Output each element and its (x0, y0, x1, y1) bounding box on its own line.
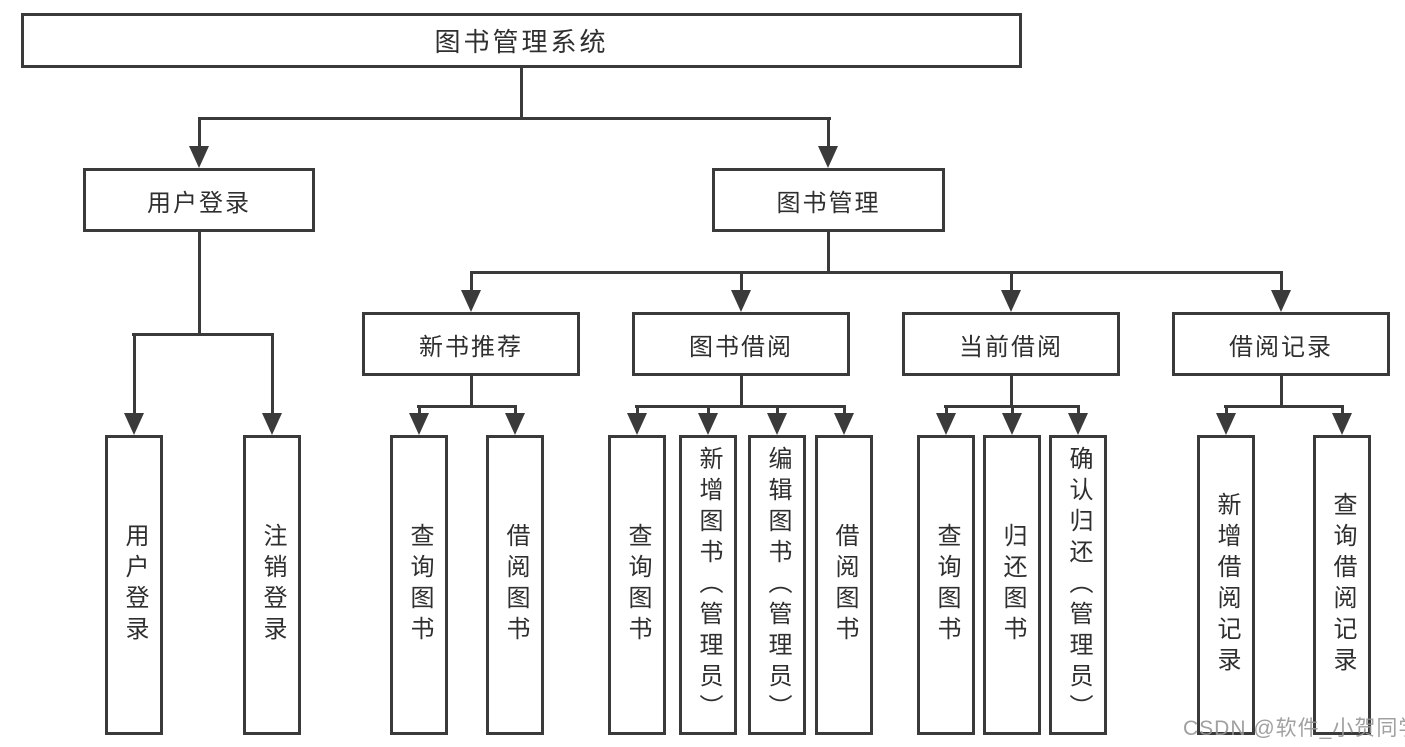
arrow-down-icon (505, 413, 525, 435)
borrow-records-branch-line (1225, 405, 1228, 417)
node-book-borrow-label: 图书借阅 (689, 333, 793, 361)
book-management-stem-line (827, 232, 830, 274)
book-management-branch-line (740, 271, 743, 294)
root-bus-line (198, 117, 831, 120)
node-user-login: 用户登录 (83, 168, 315, 232)
book-borrow-branch-line (843, 405, 846, 417)
user-login-branch-line (271, 333, 274, 415)
new-book-stem-line (470, 376, 473, 408)
book-borrow-branch-line (707, 405, 710, 417)
leaf-borrow-edit-admin-label: 编辑图书（管理员） (764, 445, 791, 725)
node-current-borrow: 当前借阅 (902, 312, 1120, 376)
leaf-newbook-query: 查询图书 (390, 435, 448, 735)
node-borrow-records-label: 借阅记录 (1229, 333, 1333, 361)
book-management-bus-line (470, 271, 1283, 274)
arrow-down-icon (461, 290, 481, 312)
arrow-down-icon (818, 146, 838, 168)
arrow-down-icon (767, 413, 787, 435)
arrow-down-icon (698, 413, 718, 435)
arrow-down-icon (834, 413, 854, 435)
leaf-records-add-label: 新增借阅记录 (1213, 492, 1240, 678)
leaf-current-confirm-admin: 确认归还（管理员） (1049, 435, 1107, 735)
node-new-book-recommend-label: 新书推荐 (419, 333, 523, 361)
leaf-current-return-label: 归还图书 (999, 523, 1026, 647)
leaf-newbook-query-label: 查询图书 (406, 523, 433, 647)
arrow-down-icon (1216, 413, 1236, 435)
borrow-records-bus-line (1224, 405, 1344, 408)
leaf-borrow-edit-admin: 编辑图书（管理员） (748, 435, 806, 735)
arrow-down-icon (731, 290, 751, 312)
leaf-borrow-book-label: 借阅图书 (831, 523, 858, 647)
leaf-logout-label: 注销登录 (259, 523, 286, 647)
leaf-newbook-borrow: 借阅图书 (486, 435, 544, 735)
leaf-newbook-borrow-label: 借阅图书 (502, 523, 529, 647)
book-borrow-branch-line (636, 405, 639, 417)
arrow-down-icon (409, 413, 429, 435)
node-book-borrow: 图书借阅 (632, 312, 850, 376)
leaf-records-add: 新增借阅记录 (1197, 435, 1255, 735)
node-book-management: 图书管理 (712, 168, 945, 232)
watermark: CSDN @软件_小贺同学 (1183, 717, 1405, 740)
node-borrow-records: 借阅记录 (1172, 312, 1390, 376)
user-login-stem-line (198, 232, 201, 336)
arrow-down-icon (627, 413, 647, 435)
arrow-down-icon (189, 146, 209, 168)
node-book-management-label: 图书管理 (776, 189, 881, 217)
leaf-current-confirm-admin-label: 确认归还（管理员） (1065, 445, 1092, 725)
arrow-down-icon (262, 413, 282, 435)
root-branch-line (827, 117, 830, 150)
book-borrow-branch-line (776, 405, 779, 417)
user-login-branch-line (133, 333, 136, 415)
arrow-down-icon (1332, 413, 1352, 435)
new-book-branch-line (418, 405, 421, 417)
leaf-borrow-book: 借阅图书 (815, 435, 873, 735)
borrow-records-stem-line (1280, 376, 1283, 408)
leaf-user-login: 用户登录 (105, 435, 163, 735)
leaf-user-login-label: 用户登录 (121, 523, 148, 647)
leaf-current-query-label: 查询图书 (933, 523, 960, 647)
new-book-branch-line (514, 405, 517, 417)
node-root: 图书管理系统 (21, 13, 1022, 68)
leaf-borrow-query: 查询图书 (608, 435, 666, 735)
borrow-records-branch-line (1341, 405, 1344, 417)
arrow-down-icon (1068, 413, 1088, 435)
arrow-down-icon (1001, 290, 1021, 312)
arrow-down-icon (1271, 290, 1291, 312)
root-stem-line (520, 68, 523, 120)
node-user-login-label: 用户登录 (147, 189, 251, 217)
book-management-branch-line (1010, 271, 1013, 294)
leaf-records-query-label: 查询借阅记录 (1329, 492, 1356, 678)
current-borrow-branch-line (945, 405, 948, 417)
book-management-branch-line (470, 271, 473, 294)
leaf-current-return: 归还图书 (983, 435, 1041, 735)
leaf-borrow-add-admin-label: 新增图书（管理员） (695, 445, 722, 725)
root-branch-line (198, 117, 201, 150)
node-new-book-recommend: 新书推荐 (362, 312, 580, 376)
node-root-label: 图书管理系统 (434, 27, 609, 57)
book-borrow-stem-line (740, 376, 743, 408)
leaf-records-query: 查询借阅记录 (1313, 435, 1371, 735)
arrow-down-icon (936, 413, 956, 435)
node-current-borrow-label: 当前借阅 (959, 333, 1063, 361)
leaf-borrow-add-admin: 新增图书（管理员） (679, 435, 737, 735)
leaf-logout: 注销登录 (243, 435, 301, 735)
leaf-current-query: 查询图书 (917, 435, 975, 735)
current-borrow-branch-line (1077, 405, 1080, 417)
current-borrow-stem-line (1010, 376, 1013, 408)
arrow-down-icon (124, 413, 144, 435)
book-borrow-bus-line (635, 405, 846, 408)
book-management-branch-line (1280, 271, 1283, 294)
new-book-bus-line (417, 405, 517, 408)
current-borrow-branch-line (1011, 405, 1014, 417)
leaf-borrow-query-label: 查询图书 (624, 523, 651, 647)
user-login-bus-line (132, 333, 274, 336)
arrow-down-icon (1002, 413, 1022, 435)
